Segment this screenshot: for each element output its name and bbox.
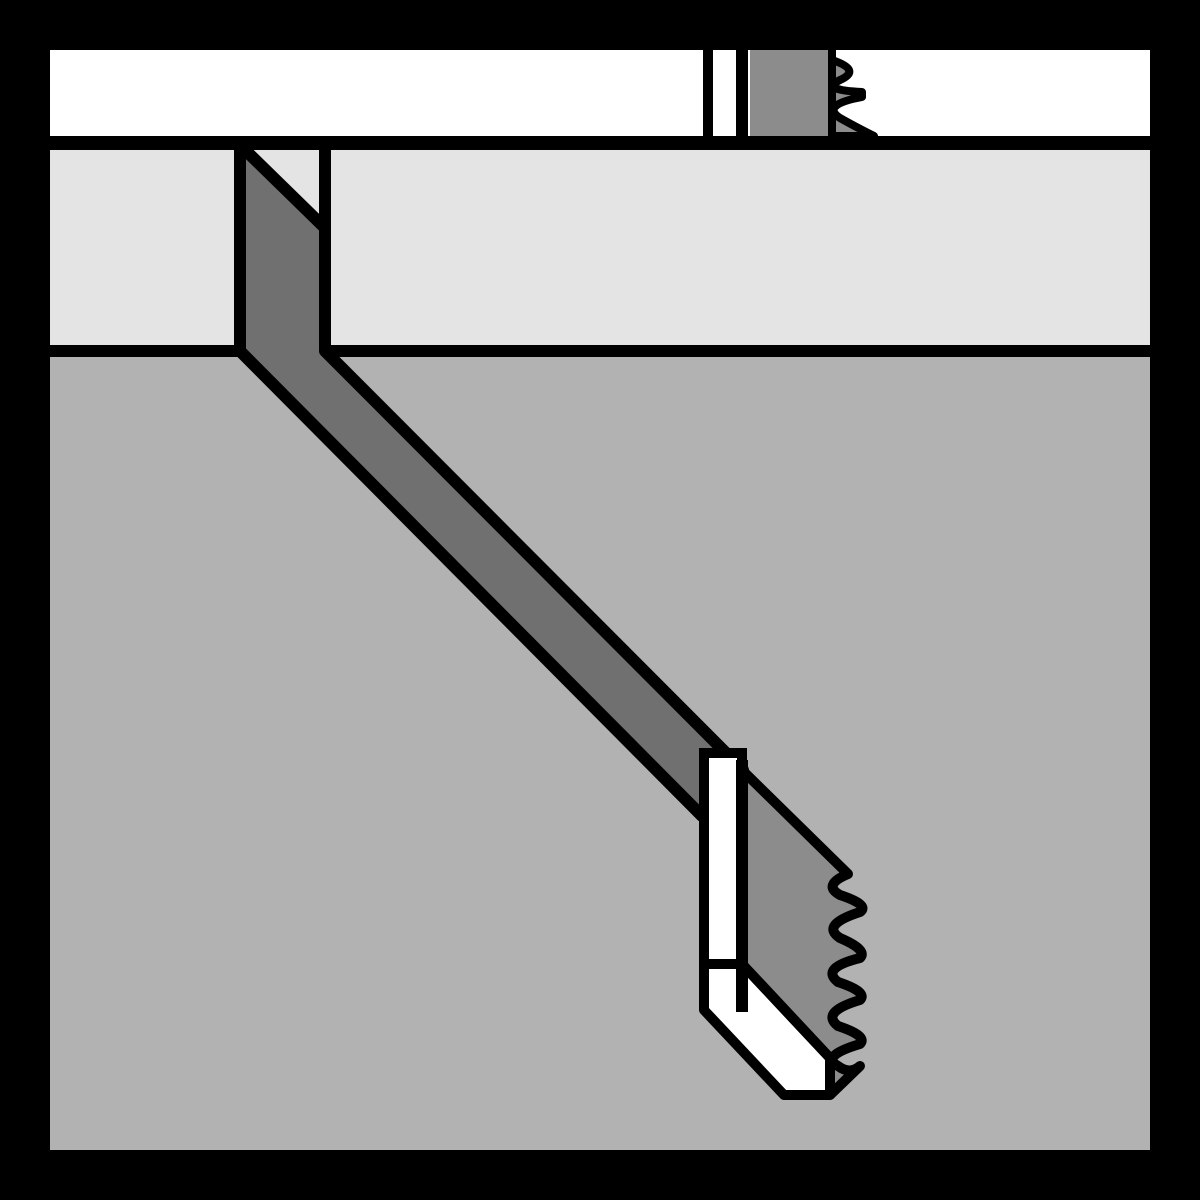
blade-tip: [699, 748, 868, 1100]
base-surface: [50, 357, 1151, 1151]
material-slab: [44, 140, 1157, 357]
top-band: [50, 48, 1151, 136]
blade-top-segment: [703, 44, 878, 140]
